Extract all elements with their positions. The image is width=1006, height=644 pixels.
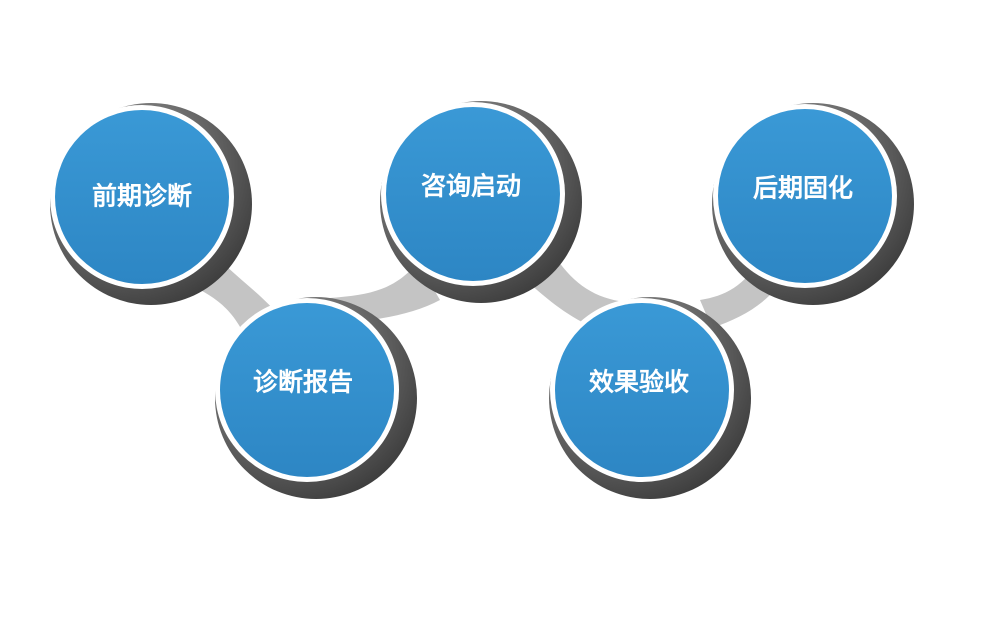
node-circle	[55, 110, 229, 284]
node-circle	[386, 107, 560, 281]
step-node-1: 前期诊断	[50, 103, 252, 305]
node-circle	[555, 303, 729, 477]
step-node-4: 效果验收	[549, 297, 751, 499]
node-label: 后期固化	[753, 174, 853, 203]
node-label: 效果验收	[589, 368, 689, 397]
node-circle	[718, 109, 892, 283]
step-node-5: 后期固化	[712, 103, 914, 305]
step-node-3: 咨询启动	[380, 101, 582, 303]
step-node-2: 诊断报告	[215, 297, 417, 499]
node-label: 诊断报告	[253, 368, 353, 397]
node-label: 前期诊断	[92, 182, 192, 211]
node-circle	[220, 303, 394, 477]
node-label: 咨询启动	[421, 172, 521, 201]
